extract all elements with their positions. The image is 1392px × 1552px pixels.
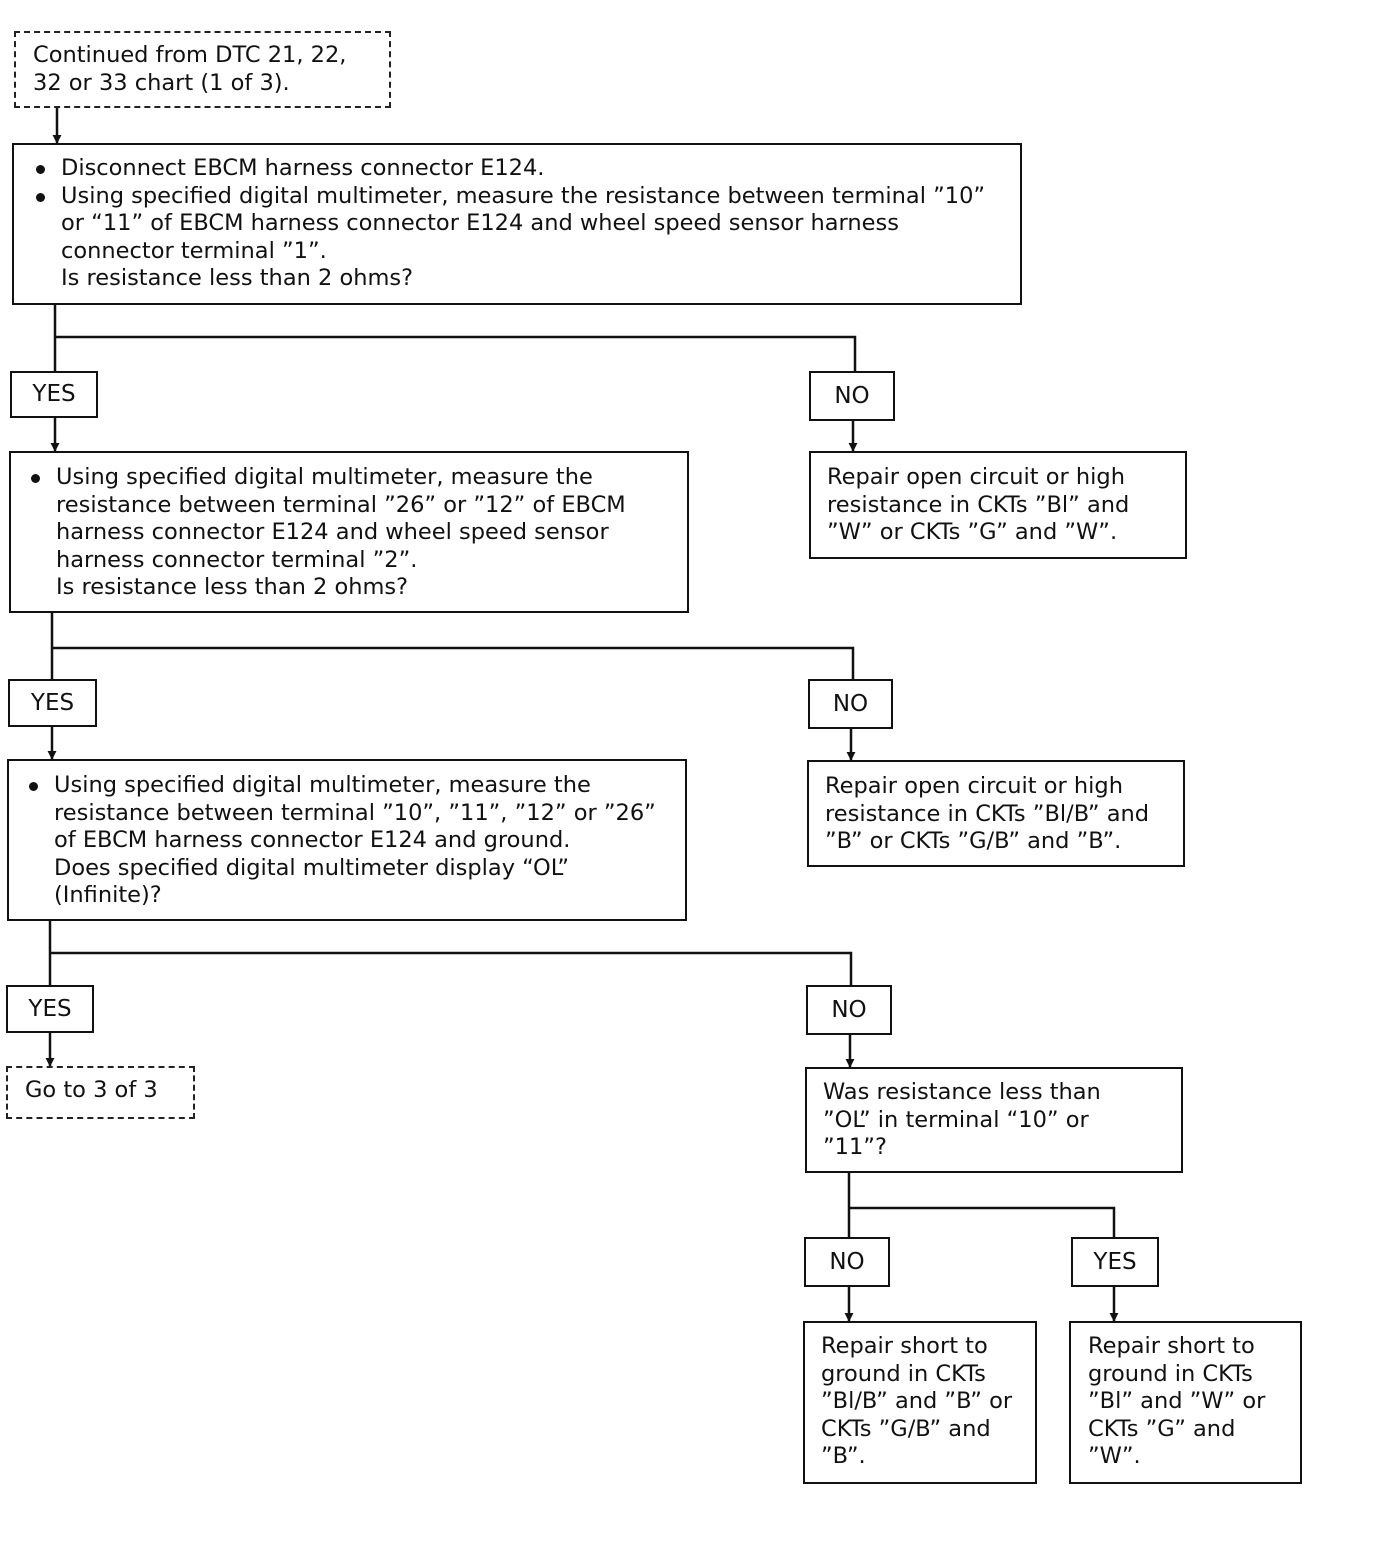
no-label-3: NO — [806, 985, 892, 1035]
goto-text: Go to 3 of 3 — [25, 1077, 158, 1103]
no-label-1: NO — [809, 371, 895, 421]
repair2-line-2: resistance in CKTs ”Bl/B” and — [825, 800, 1150, 827]
step3-bullet-line-1: Using specified digital multimeter, meas… — [54, 772, 591, 798]
goto-box: Go to 3 of 3 — [6, 1066, 195, 1119]
branch-step3 — [48, 920, 853, 986]
repair2-line-1: Repair open circuit or high — [825, 773, 1123, 799]
repair3-line-3: ”Bl/B” and ”B” or — [821, 1388, 1013, 1414]
step1-bullet-2: Using specified digital multimeter, meas… — [34, 183, 1020, 293]
repair1-line-3: ”W” or CKTs ”G” and ”W”. — [827, 519, 1118, 545]
question4-box: Was resistance less than ”OL” in termina… — [805, 1067, 1183, 1173]
repair4-line-5: ”W”. — [1088, 1443, 1141, 1469]
question4-line-2: ”OL” in terminal “10” or — [823, 1106, 1089, 1133]
step3-bullet-line-4: Does specified digital multimeter displa… — [54, 854, 570, 881]
repair-box-1: Repair open circuit or high resistance i… — [809, 451, 1187, 559]
no-label-4: NO — [804, 1237, 890, 1287]
step1-bullets: Disconnect EBCM harness connector E124. … — [34, 155, 1020, 293]
step2-box: Using specified digital multimeter, meas… — [9, 451, 689, 613]
no-label-2: NO — [808, 679, 893, 729]
step2-bullet-line-3: harness connector E124 and wheel speed s… — [56, 519, 609, 545]
start-line-2: 32 or 33 chart (1 of 3). — [33, 69, 290, 96]
step1-bullet-1-text: Disconnect EBCM harness connector E124. — [61, 155, 545, 181]
step2-question: Is resistance less than 2 ohms? — [56, 574, 409, 600]
yes-label-3: YES — [6, 985, 94, 1033]
step2-bullets: Using specified digital multimeter, meas… — [29, 464, 687, 602]
repair3-line-1: Repair short to — [821, 1333, 988, 1359]
repair-box-2: Repair open circuit or high resistance i… — [807, 760, 1185, 867]
repair4-line-2: ground in CKTs — [1088, 1360, 1253, 1387]
branch-step2 — [50, 613, 855, 680]
repair1-line-2: resistance in CKTs ”Bl” and — [827, 491, 1130, 518]
repair4-line-3: ”Bl” and ”W” or — [1088, 1388, 1266, 1414]
step2-bullet-1: Using specified digital multimeter, meas… — [29, 464, 687, 602]
yes-label-4: YES — [1071, 1237, 1159, 1287]
question4-line-1: Was resistance less than — [823, 1079, 1101, 1105]
repair4-line-1: Repair short to — [1088, 1333, 1255, 1359]
repair-box-3: Repair short to ground in CKTs ”Bl/B” an… — [803, 1321, 1037, 1484]
step1-bullet-2-line-1: Using specified digital multimeter, meas… — [61, 182, 986, 209]
step1-bullet-2-line-3: connector terminal ”1”. — [61, 237, 327, 264]
step3-bullet-line-5: (Infinite)? — [54, 882, 162, 908]
repair3-line-5: ”B”. — [821, 1443, 866, 1469]
step2-bullet-line-4: harness connector terminal ”2”. — [56, 546, 418, 573]
branch-question4 — [847, 1172, 1116, 1238]
step3-bullets: Using specified digital multimeter, meas… — [27, 772, 685, 910]
repair2-line-3: ”B” or CKTs ”G/B” and ”B”. — [825, 828, 1122, 854]
repair-box-4: Repair short to ground in CKTs ”Bl” and … — [1069, 1321, 1302, 1484]
yes-label-1: YES — [10, 371, 98, 418]
step1-box: Disconnect EBCM harness connector E124. … — [12, 143, 1022, 305]
step1-question: Is resistance less than 2 ohms? — [61, 265, 414, 291]
repair3-line-4: CKTs ”G/B” and — [821, 1415, 991, 1442]
question4-line-3: ”11”? — [823, 1134, 887, 1160]
step2-bullet-line-2: resistance between terminal ”26” or ”12”… — [56, 491, 626, 518]
branch-step1 — [53, 305, 857, 372]
step3-bullet-line-3: of EBCM harness connector E124 and groun… — [54, 827, 571, 853]
repair3-line-2: ground in CKTs — [821, 1360, 986, 1387]
repair1-line-1: Repair open circuit or high — [827, 464, 1125, 490]
repair4-line-4: CKTs ”G” and — [1088, 1415, 1236, 1442]
step3-bullet-1: Using specified digital multimeter, meas… — [27, 772, 685, 910]
step1-bullet-1: Disconnect EBCM harness connector E124. — [34, 155, 1020, 183]
start-line-1: Continued from DTC 21, 22, — [33, 42, 347, 68]
continued-from-box: Continued from DTC 21, 22, 32 or 33 char… — [14, 31, 391, 108]
step3-box: Using specified digital multimeter, meas… — [7, 759, 687, 921]
step2-bullet-line-1: Using specified digital multimeter, meas… — [56, 464, 593, 490]
step1-bullet-2-line-2: or “11” of EBCM harness connector E124 a… — [61, 210, 899, 236]
yes-label-2: YES — [8, 679, 97, 727]
step3-bullet-line-2: resistance between terminal ”10”, ”11”, … — [54, 799, 656, 826]
